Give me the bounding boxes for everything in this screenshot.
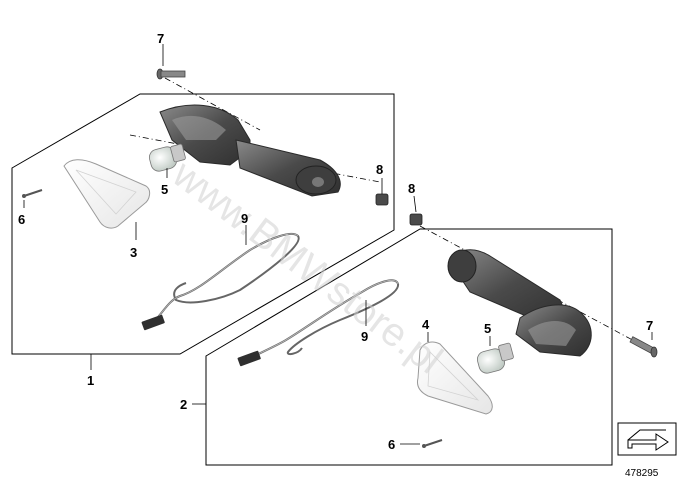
callout-8-right: 8 xyxy=(408,181,415,196)
lens-right xyxy=(417,341,493,415)
leader-lines xyxy=(23,44,653,445)
callout-8-left: 8 xyxy=(376,162,383,177)
callout-7-left: 7 xyxy=(157,31,164,46)
bolt-left xyxy=(156,68,186,80)
callout-9-right: 9 xyxy=(361,329,368,344)
indicator-housing-right xyxy=(447,249,592,357)
bolt-right xyxy=(629,336,658,358)
assembly-axis-left xyxy=(129,134,381,183)
callout-5-left: 5 xyxy=(161,182,168,197)
navigation-arrow-icon xyxy=(617,422,677,456)
assembly-axis-left-bolt xyxy=(164,77,261,131)
indicator-housing-left xyxy=(159,104,341,197)
screw-right xyxy=(423,439,443,447)
callout-2: 2 xyxy=(180,397,187,412)
screw-left xyxy=(23,189,43,197)
callout-6-right: 6 xyxy=(388,437,395,452)
assembly-frame-left xyxy=(11,93,395,355)
reference-box: 478295 xyxy=(617,422,677,479)
assembly-frame-right xyxy=(205,228,613,466)
nut-left xyxy=(375,193,389,206)
callout-7-right: 7 xyxy=(646,318,653,333)
callout-6-left: 6 xyxy=(18,212,25,227)
nut-right xyxy=(409,213,423,226)
reference-number: 478295 xyxy=(625,468,659,479)
bulb-right xyxy=(476,342,514,374)
callout-1: 1 xyxy=(87,373,94,388)
connector-right xyxy=(237,350,261,367)
bulb-left xyxy=(148,143,186,172)
callout-5-right: 5 xyxy=(484,321,491,336)
callout-9-left: 9 xyxy=(241,211,248,226)
connector-left xyxy=(141,314,165,331)
assembly-axis-right xyxy=(419,225,641,345)
callout-3: 3 xyxy=(130,245,137,260)
lens-left xyxy=(63,159,151,229)
callout-4: 4 xyxy=(422,317,430,332)
